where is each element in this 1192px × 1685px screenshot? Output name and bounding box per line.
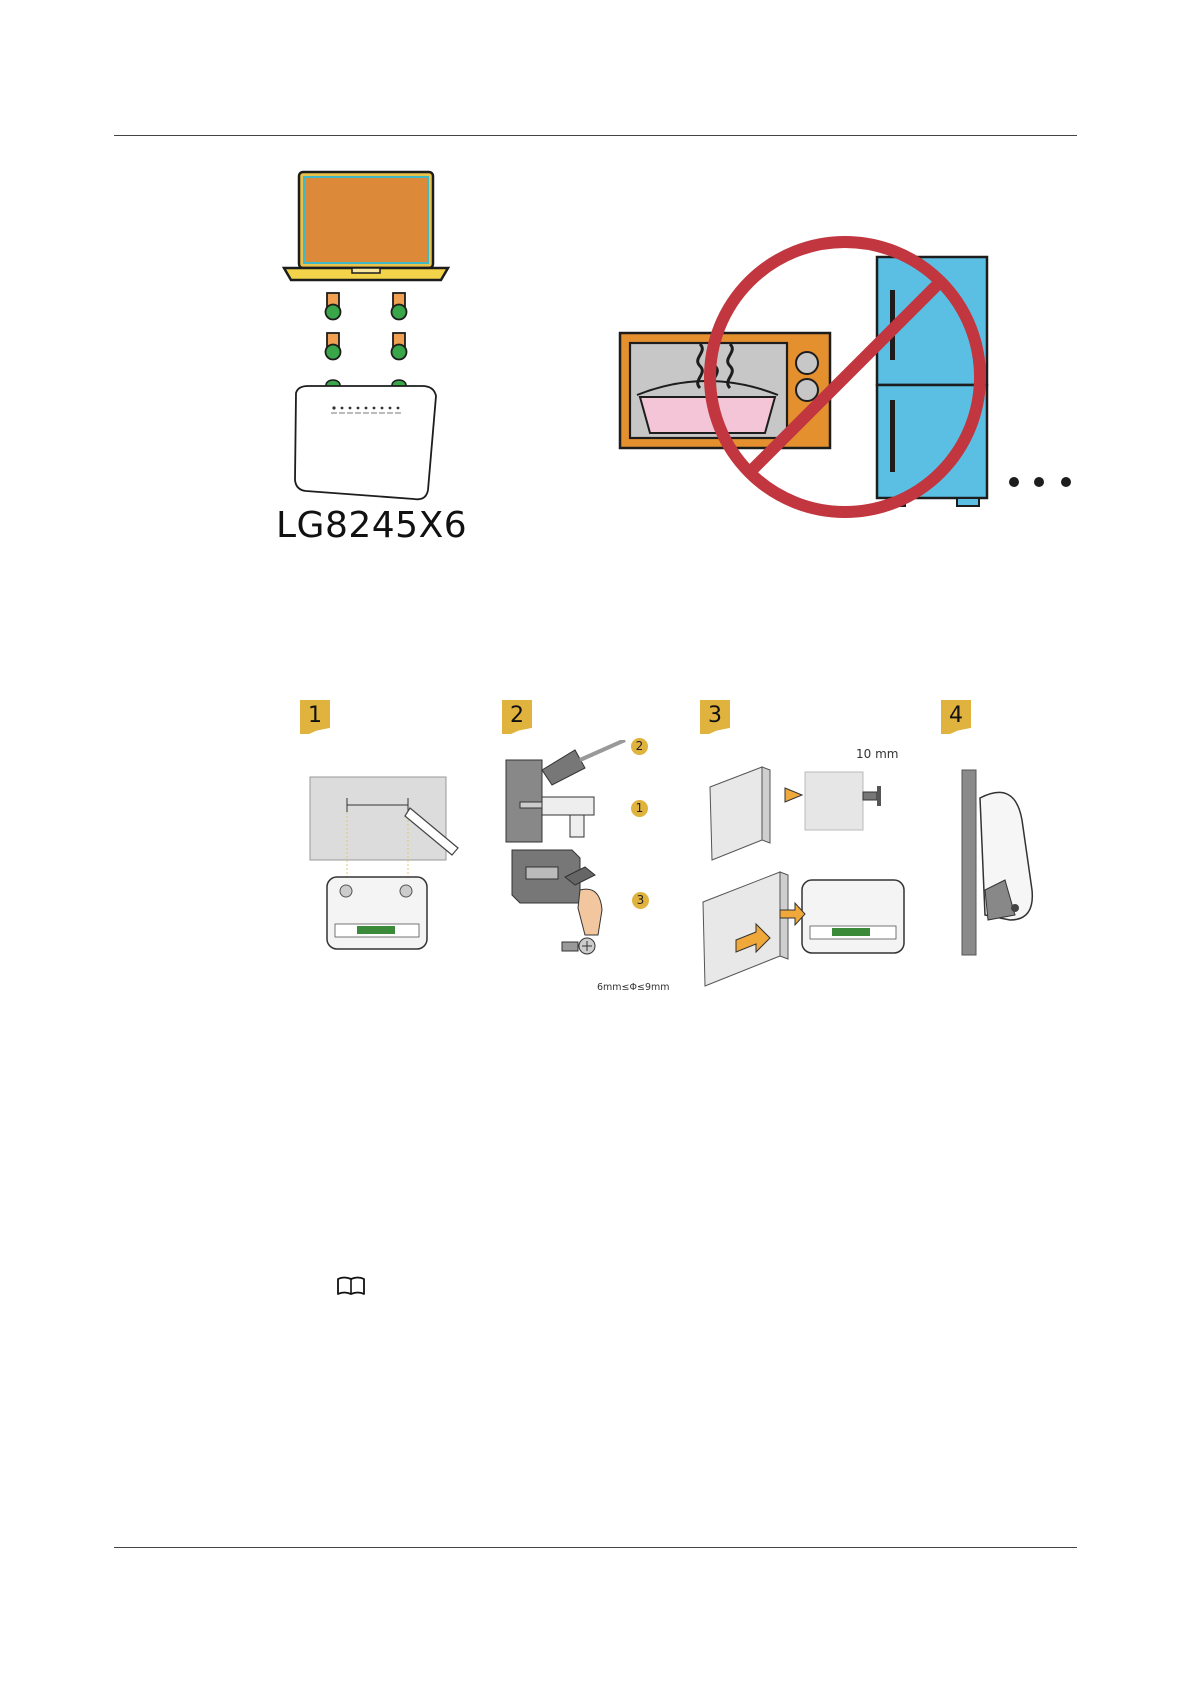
step-3-hanging-illustration — [703, 767, 904, 986]
step-4-mounted-illustration — [962, 770, 1032, 955]
laptop-icon — [284, 172, 448, 280]
screw-diameter-label: 6mm≤Φ≤9mm — [597, 982, 670, 993]
substep-1-circle: 1 — [631, 800, 648, 817]
distance-label: 10 mm — [856, 747, 898, 761]
router-icon — [295, 386, 436, 499]
book-icon — [336, 1276, 366, 1296]
substep-3-circle: 3 — [632, 892, 649, 909]
step-badge-1: 1 — [300, 700, 330, 734]
step-2-drilling-illustration — [506, 740, 625, 954]
wall-mount-steps-figure — [280, 740, 1060, 1000]
laptop-router-figure — [276, 168, 456, 508]
header-rule — [114, 135, 1077, 136]
step-1-marking-illustration — [310, 777, 458, 949]
ellipsis-icon — [1009, 477, 1071, 487]
footer-rule — [114, 1547, 1077, 1548]
step-badge-4: 4 — [941, 700, 971, 734]
antenna-icons — [326, 293, 407, 390]
step-badge-3: 3 — [700, 700, 730, 734]
step-badge-2: 2 — [502, 700, 532, 734]
interference-figure — [615, 230, 1080, 530]
model-label: LG8245X6 — [276, 505, 467, 546]
substep-2-circle: 2 — [631, 738, 648, 755]
